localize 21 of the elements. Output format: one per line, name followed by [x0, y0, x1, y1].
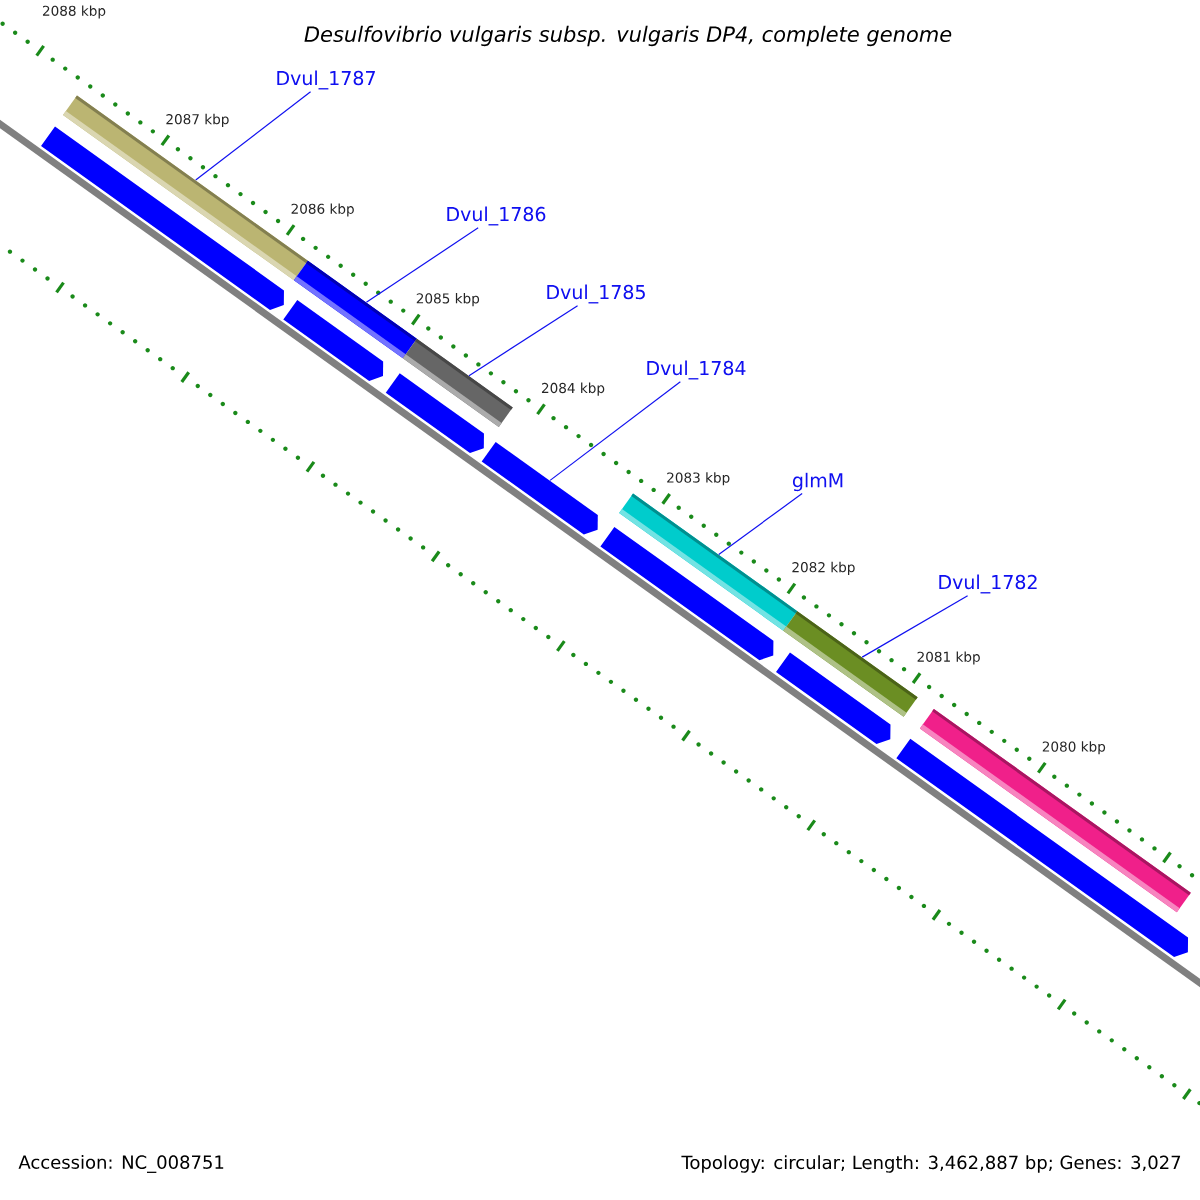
gene-bar — [41, 126, 284, 310]
gene-label: Dvul_1786 — [447, 206, 546, 226]
gene-label: Dvul_1784 — [647, 360, 746, 380]
gene-label: Dvul_1785 — [547, 284, 645, 304]
gene-label: Dvul_1782 — [939, 574, 1037, 594]
gene-label: Dvul_1787 — [277, 70, 375, 90]
leader-line — [549, 381, 681, 481]
leader-line — [861, 595, 969, 658]
gene-bar — [385, 373, 484, 454]
gene-bar — [481, 441, 598, 535]
title: Desulfovibrio vulgaris subsp. vulgaris DP4, complete genome — [304, 25, 952, 47]
footer-text: Accession: NC_008751 — [18, 1155, 224, 1173]
leader-line — [195, 91, 312, 181]
leader-line — [718, 492, 803, 555]
gene-bar — [283, 299, 384, 381]
gene-bar — [896, 738, 1189, 958]
gene-bar — [776, 652, 891, 745]
leader-line — [365, 227, 479, 303]
gene-bar — [600, 526, 774, 661]
gene-label: glmM — [792, 472, 843, 492]
footer-text: Topology: circular; Length: 3,462,887 bp; Genes: 3,027 — [681, 1155, 1181, 1173]
